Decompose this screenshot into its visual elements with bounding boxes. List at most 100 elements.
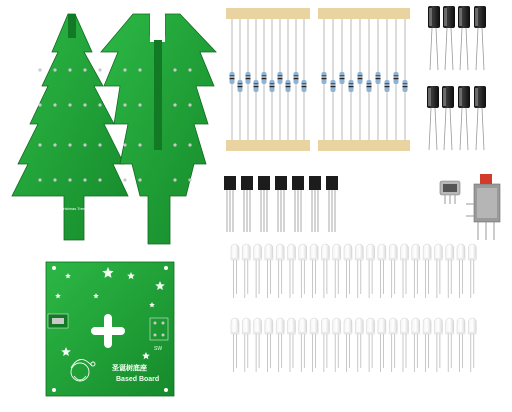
resistor-band	[375, 75, 381, 77]
capacitor-lead	[444, 27, 448, 71]
capacitor-lead	[481, 107, 485, 151]
capacitor-stripe	[428, 88, 431, 106]
resistor-band	[402, 86, 408, 88]
led	[355, 243, 364, 261]
led-flange	[332, 258, 342, 260]
capacitor-lead	[449, 107, 453, 151]
capacitor-lead	[459, 107, 463, 151]
solder-pad	[68, 103, 72, 107]
led-flange	[467, 332, 477, 334]
led	[298, 243, 308, 261]
led	[287, 243, 296, 261]
solder-pad	[138, 103, 142, 107]
led	[275, 243, 285, 261]
led	[321, 243, 330, 261]
resistor-band	[245, 78, 251, 80]
led-flange	[230, 332, 240, 334]
capacitor-stripe	[475, 88, 478, 106]
led	[343, 243, 353, 261]
tree-board-left: 3D Christmas Tree	[11, 13, 129, 241]
led	[309, 243, 319, 261]
led-flange	[411, 258, 421, 260]
solder-pad	[98, 178, 102, 182]
solder-pad	[38, 178, 42, 182]
capacitor-stripe	[444, 8, 447, 26]
transistor	[326, 176, 338, 190]
resistor-band	[339, 75, 345, 77]
led-flange	[411, 332, 421, 334]
led-flange	[400, 332, 409, 334]
led	[422, 317, 432, 335]
led-flange	[456, 332, 466, 334]
base-board-title-en: Based Board	[116, 376, 159, 383]
led-flange	[433, 258, 443, 260]
led	[445, 317, 454, 335]
resistor-band	[357, 78, 363, 80]
led-flange	[320, 258, 330, 260]
resistor-band	[277, 75, 283, 77]
resistor-band	[366, 86, 372, 88]
solder-pad	[123, 103, 127, 107]
led-flange	[298, 258, 308, 260]
resistor-band	[321, 78, 327, 80]
led	[456, 243, 466, 261]
star-icon	[93, 293, 99, 299]
led	[253, 317, 262, 335]
resistor-band	[285, 86, 291, 88]
resistor-band	[375, 78, 381, 80]
led-flange	[354, 332, 364, 334]
led-flange	[309, 258, 319, 260]
solder-pad	[68, 143, 72, 147]
resistor-band	[384, 83, 390, 85]
base-board: SW 圣诞树底座 Based Board	[45, 261, 175, 397]
solder-pad	[98, 103, 102, 107]
resistor-band	[261, 75, 267, 77]
led-flange	[253, 332, 263, 334]
star-icon	[55, 293, 61, 299]
led	[456, 317, 466, 335]
led	[264, 243, 274, 261]
led	[298, 317, 308, 335]
capacitor-stripe	[459, 8, 462, 26]
solder-pad	[98, 68, 102, 72]
solder-pad	[83, 68, 87, 72]
led-flange	[366, 258, 376, 260]
capacitor-lead	[465, 27, 469, 71]
led-flange	[343, 332, 353, 334]
led-flange	[388, 332, 398, 334]
led-flange	[456, 258, 466, 260]
transistors-to92	[224, 176, 338, 232]
solder-pad	[138, 143, 142, 147]
solder-pad	[188, 103, 192, 107]
capacitor-stripe	[443, 88, 446, 106]
led	[377, 317, 387, 335]
resistor-band	[269, 86, 275, 88]
capacitor-lead	[435, 27, 439, 71]
solder-pad	[188, 143, 192, 147]
led-flange	[253, 258, 263, 260]
led	[377, 243, 387, 261]
led	[242, 317, 251, 335]
solder-pad	[173, 103, 177, 107]
capacitor-stripe	[459, 88, 462, 106]
led-flange	[400, 258, 409, 260]
electrolytic-capacitors	[427, 6, 486, 151]
star-icon	[155, 281, 165, 290]
tree-board-right	[100, 13, 217, 245]
resistor-band	[237, 83, 243, 85]
resistor-band	[269, 83, 275, 85]
led-flange	[377, 332, 387, 334]
resistor-band	[285, 83, 291, 85]
resistor-band	[402, 83, 408, 85]
led-flange	[377, 258, 387, 260]
capacitor-stripe	[429, 8, 432, 26]
resistor-band	[301, 83, 307, 85]
usb-power-jack	[439, 180, 461, 204]
led	[468, 243, 477, 261]
led	[366, 317, 375, 335]
led-flange	[241, 332, 251, 334]
resistor-band	[393, 78, 399, 80]
santa-icon	[70, 359, 96, 382]
led	[366, 243, 375, 261]
capacitor-lead	[428, 107, 432, 151]
